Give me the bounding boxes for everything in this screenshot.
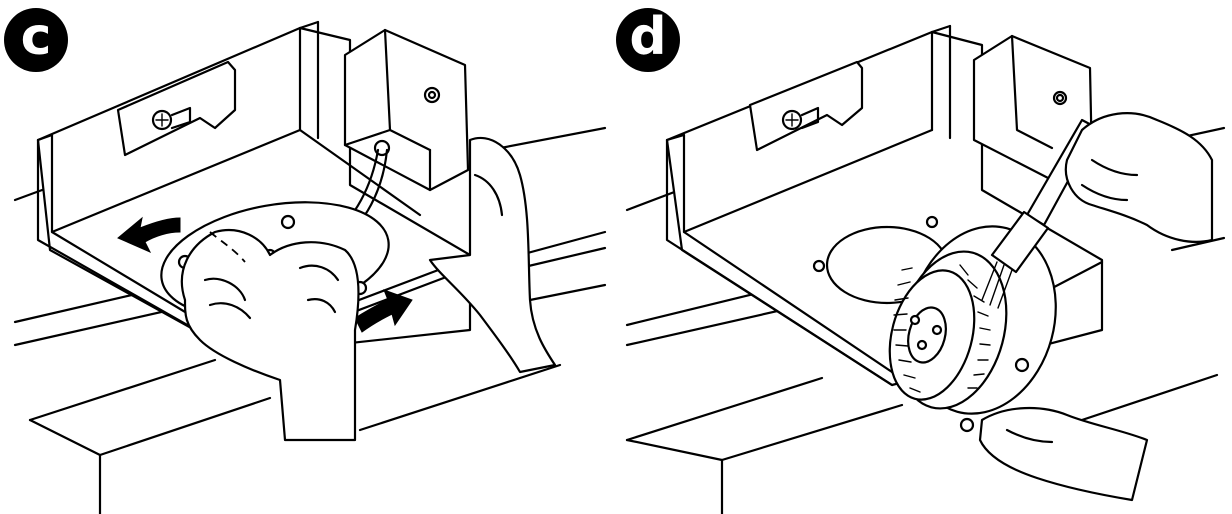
step-d-illustration bbox=[625, 24, 1226, 514]
step-d-panel: d bbox=[612, 0, 1232, 514]
blower-wheel bbox=[888, 225, 1057, 433]
mounting-bracket bbox=[116, 60, 237, 157]
junction-box bbox=[343, 28, 470, 192]
step-c-illustration bbox=[13, 20, 607, 514]
right-hand bbox=[428, 136, 557, 374]
right-hand bbox=[1064, 112, 1214, 243]
left-hand bbox=[978, 407, 1149, 502]
rotate-arrows bbox=[117, 216, 413, 333]
mounting-bracket bbox=[748, 60, 864, 152]
step-d-badge: d bbox=[616, 8, 680, 72]
step-c-panel: c bbox=[0, 0, 612, 514]
left-hand bbox=[180, 229, 360, 442]
step-c-badge: c bbox=[4, 8, 68, 72]
